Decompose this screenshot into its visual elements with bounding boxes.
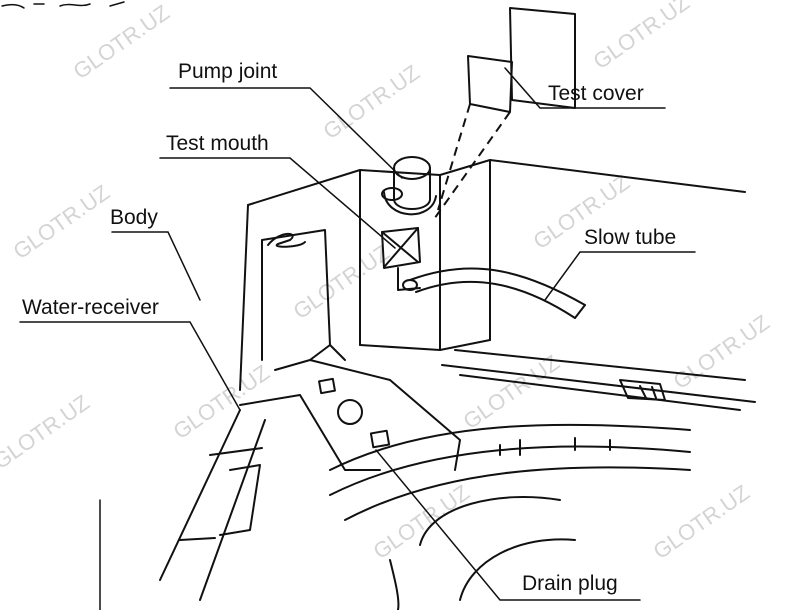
- cropped-caption-mark: [1, 1, 125, 9]
- leader-test-mouth: [159, 157, 396, 249]
- watermark: GLOTR.UZ: [649, 480, 754, 564]
- label-body: Body: [110, 206, 158, 229]
- label-drain-plug: Drain plug: [522, 572, 618, 595]
- unit-body: [239, 159, 756, 411]
- watermark-layer: GLOTR.UZ GLOTR.UZ GLOTR.UZ GLOTR.UZ GLOT…: [0, 0, 774, 564]
- watermark: GLOTR.UZ: [289, 240, 394, 324]
- watermark: GLOTR.UZ: [459, 350, 564, 434]
- test-mouth: [381, 227, 421, 291]
- watermark: GLOTR.UZ: [9, 180, 114, 264]
- leader-drain-plug: [375, 449, 641, 601]
- label-water-receiver: Water-receiver: [22, 296, 159, 319]
- watermark: GLOTR.UZ: [69, 0, 174, 84]
- leader-lines: [19, 67, 696, 610]
- water-receiver: [159, 344, 691, 610]
- watermark: GLOTR.UZ: [319, 60, 424, 144]
- label-test-mouth: Test mouth: [166, 132, 269, 155]
- leader-pump-joint: [169, 87, 403, 179]
- watermark: GLOTR.UZ: [0, 390, 94, 474]
- slow-tube: [409, 267, 586, 319]
- pump-joint: [381, 156, 437, 216]
- watermark: GLOTR.UZ: [669, 310, 774, 394]
- watermark: GLOTR.UZ: [589, 0, 694, 74]
- label-test-cover: Test cover: [548, 82, 644, 105]
- label-slow-tube: Slow tube: [584, 226, 676, 249]
- leader-body: [111, 231, 201, 301]
- leader-water-receiver: [19, 321, 241, 411]
- leader-test-cover: [504, 67, 666, 109]
- side-bracket: [619, 379, 666, 401]
- watermark: GLOTR.UZ: [369, 480, 474, 564]
- leader-slow-tube: [544, 251, 696, 301]
- test-cover: [431, 7, 576, 223]
- label-pump-joint: Pump joint: [178, 60, 277, 83]
